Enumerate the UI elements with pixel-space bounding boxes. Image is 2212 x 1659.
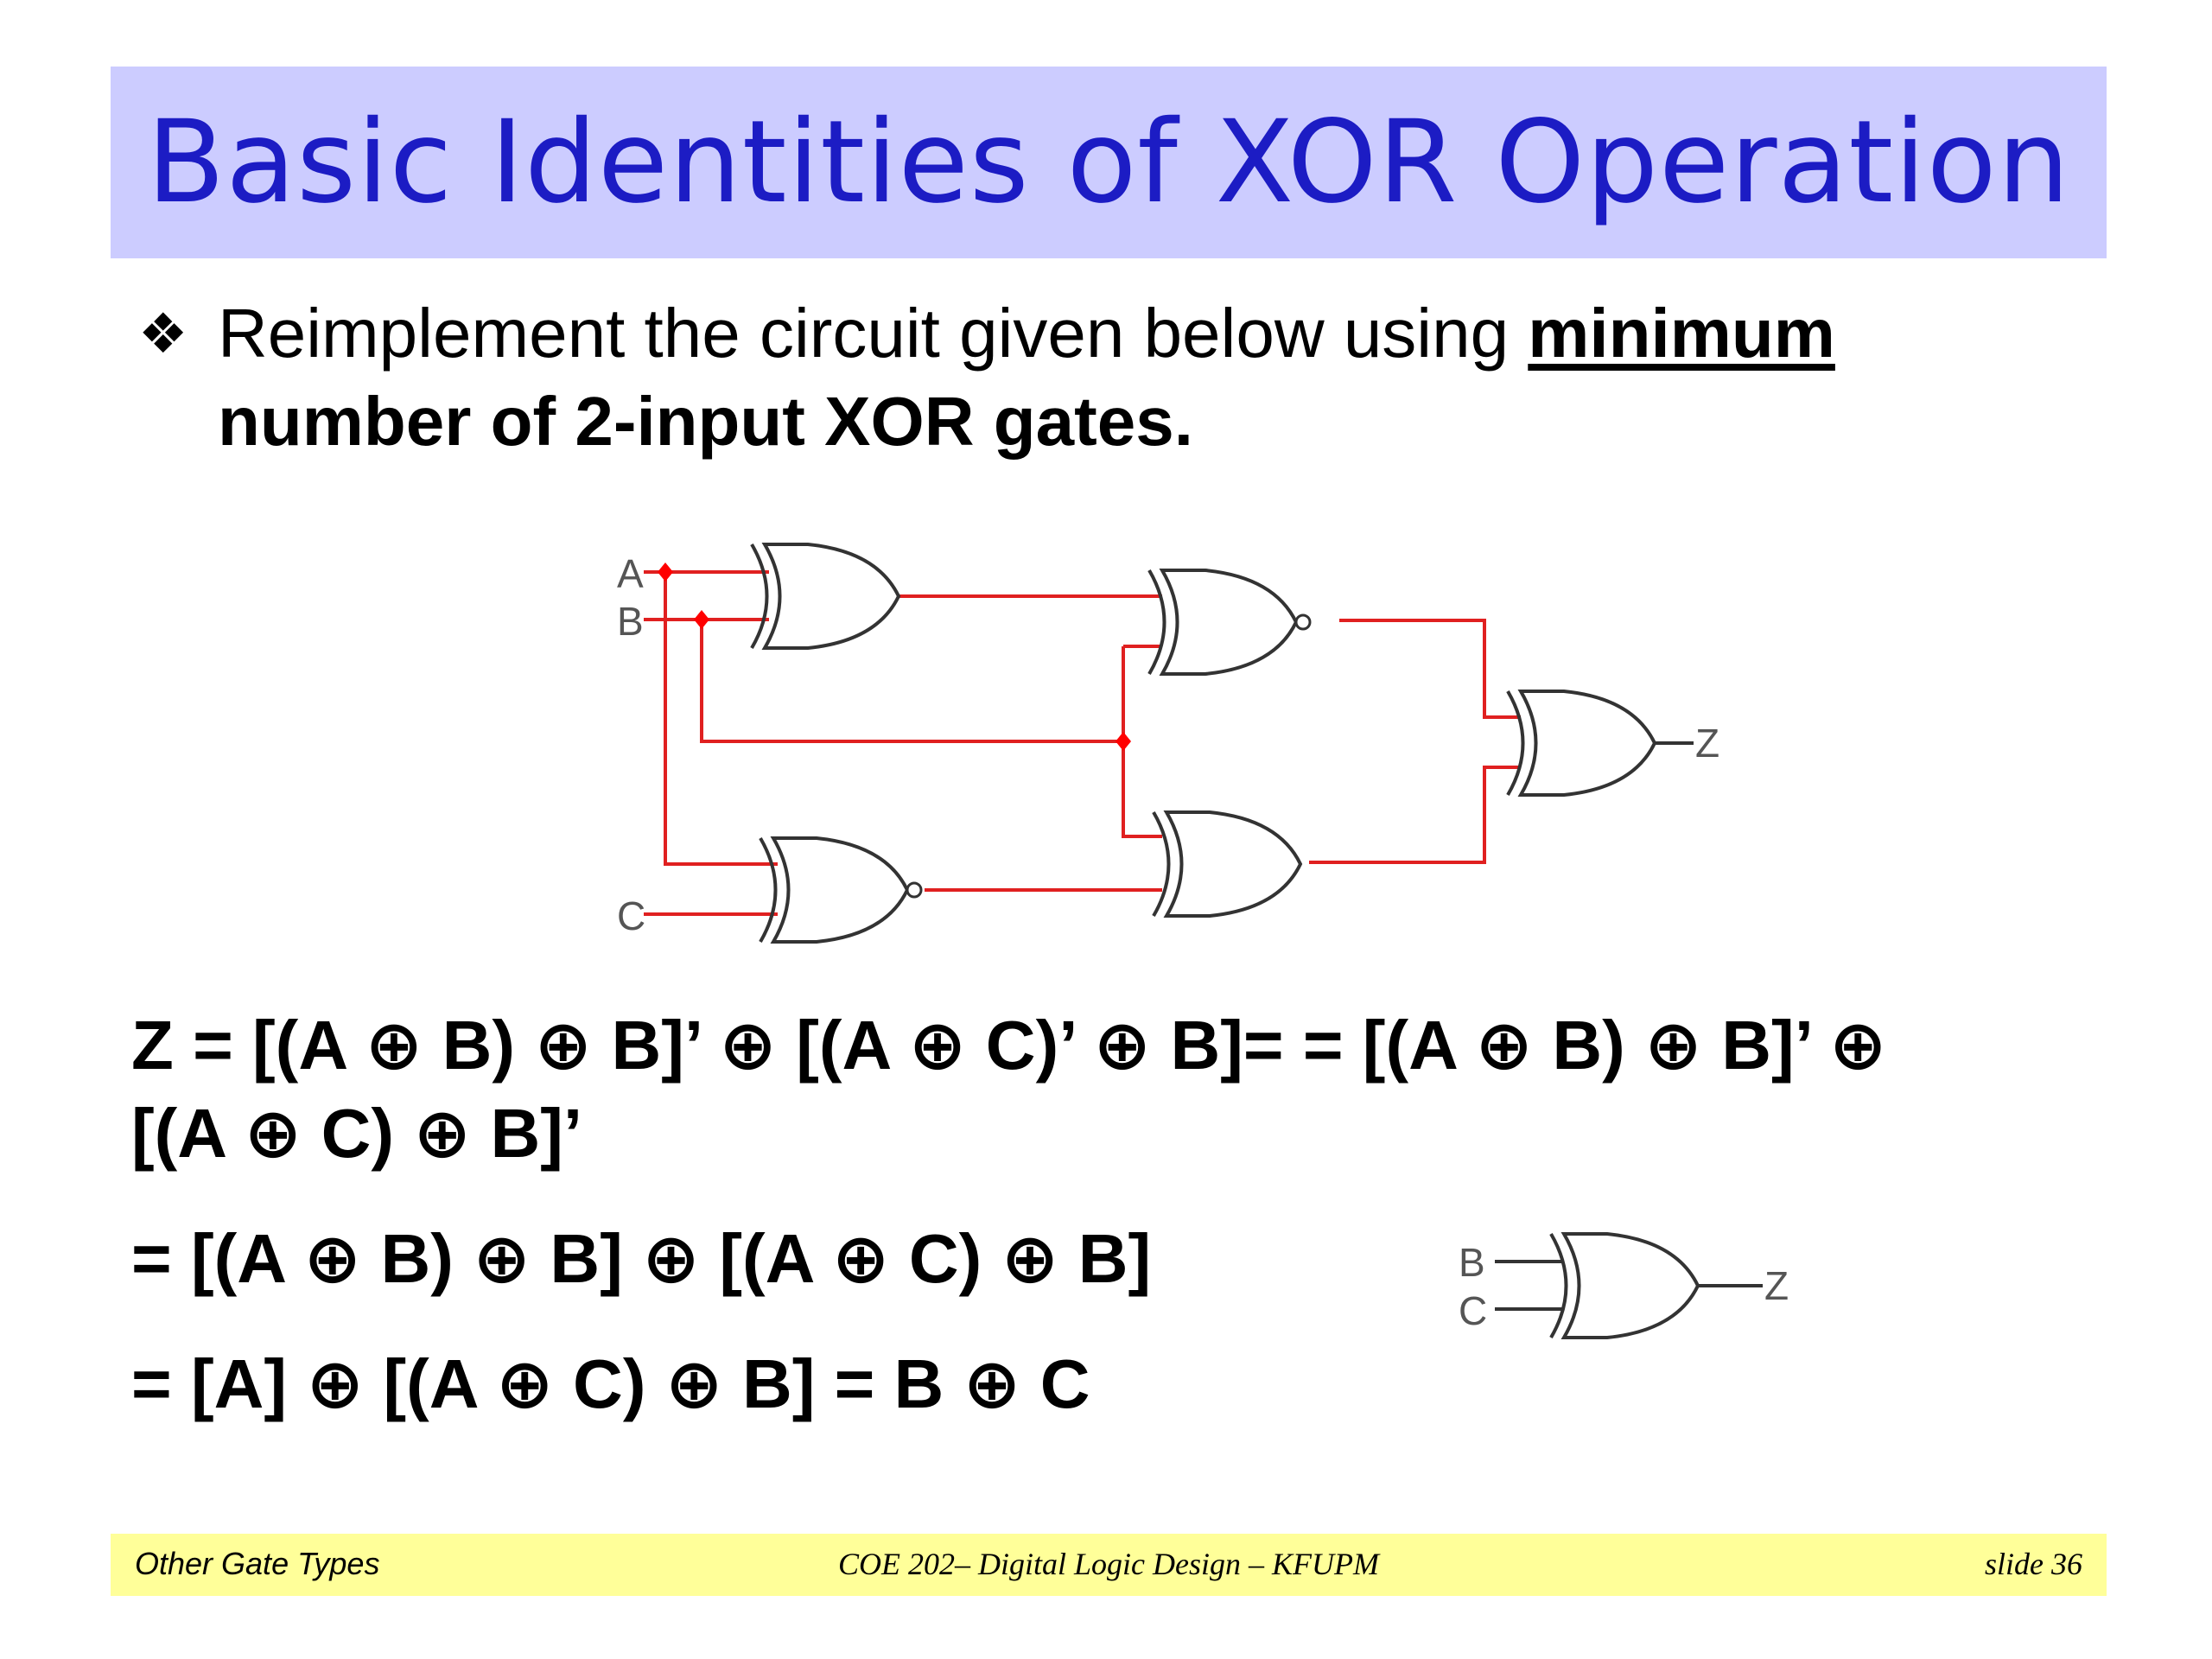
slide-title: Basic Identities of XOR Operation [146,96,2071,229]
output-label-z: Z [1695,721,1719,766]
junction-node-b [694,610,709,629]
bullet-text-line2: number of 2-input XOR gates. [218,383,1193,460]
footer-slide-number: slide 36 [1985,1547,2082,1581]
xor-gate-simplified [1549,1232,1700,1339]
equation-line-1-continued: [(A ⊕ C) ⊕ B]’ [131,1095,583,1172]
input-label-b: B [617,599,644,644]
junction-node-a [658,563,673,582]
footer-topic: Other Gate Types [135,1546,380,1581]
footer-course: COE 202– Digital Logic Design – KFUPM [838,1547,1379,1581]
four-diamond-bullet-icon: ❖ [138,302,188,365]
equation-line-3: = [A] ⊕ [(A ⊕ C) ⊕ B] = B ⊕ C [131,1345,1090,1422]
input-label-c: C [617,893,645,938]
xor-gate-1 [750,543,900,650]
equation-line-2: = [(A ⊕ B) ⊕ B] ⊕ [(A ⊕ C) ⊕ B] [131,1220,1152,1297]
equation-line-1: Z = [(A ⊕ B) ⊕ B]’ ⊕ [(A ⊕ C)’ ⊕ B]= = [… [131,1007,1887,1084]
xnor-gate-2 [1147,569,1312,676]
xor-gate-output [1506,690,1656,797]
slide-footer: COE 202– Digital Logic Design – KFUPM Ot… [111,1534,2107,1596]
xnor-gate-3 [759,836,923,944]
simplified-input-label-b: B [1459,1240,1485,1285]
circuit-wires [644,570,1521,916]
junction-node-mid [1116,732,1131,751]
bullet-text: Reimplement the circuit given below usin… [218,289,2075,466]
input-label-a: A [617,551,644,596]
simplified-circuit: B C Z [1459,1232,1789,1339]
xor-gate-4 [1152,810,1302,918]
simplified-output-label-z: Z [1764,1263,1789,1308]
title-bar: Basic Identities of XOR Operation [111,67,2107,258]
junction-nodes [658,563,1131,751]
bullet-text-plain: Reimplement the circuit given below usin… [218,295,1529,372]
simplified-input-label-c: C [1459,1288,1487,1333]
bullet-text-emphasis: minimum [1528,295,1835,372]
